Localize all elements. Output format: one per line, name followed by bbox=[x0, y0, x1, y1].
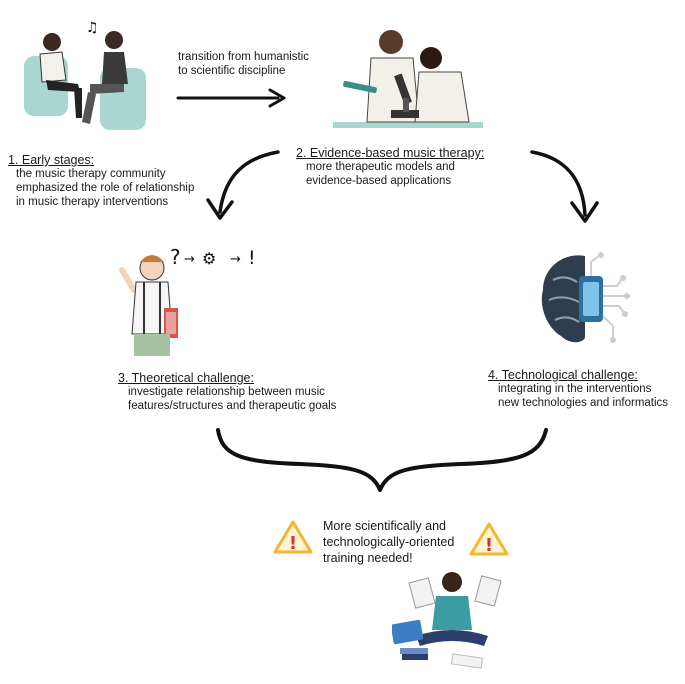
conclusion-line-3: training needed! bbox=[323, 551, 413, 565]
transition-line-2: to scientific discipline bbox=[178, 65, 286, 77]
stage-2-block: 2. Evidence-based music therapy: more th… bbox=[296, 146, 484, 188]
stage-3-line-1: investigate relationship between music bbox=[128, 386, 325, 398]
stage-4-block: 4. Technological challenge: integrating … bbox=[488, 368, 668, 410]
transition-line-1: transition from humanistic bbox=[178, 51, 310, 63]
stage-2-line-2: evidence-based applications bbox=[306, 175, 452, 187]
warning-icon: ! bbox=[469, 522, 509, 556]
stage-2-line-1: more therapeutic models and bbox=[306, 161, 455, 173]
conclusion-block: More scientifically and technologically-… bbox=[323, 518, 454, 566]
stage-3-heading: 3. Theoretical challenge: bbox=[118, 371, 254, 385]
student-studying-illustration bbox=[392, 572, 502, 669]
exclamation-icon: ! bbox=[248, 247, 256, 269]
stage-1-line-1: the music therapy community bbox=[16, 168, 166, 180]
svg-text:!: ! bbox=[485, 535, 493, 556]
arrow-stage2-to-stage4 bbox=[530, 150, 599, 223]
svg-text:→: → bbox=[230, 252, 241, 267]
arrow-stage1-to-stage2 bbox=[176, 88, 286, 108]
music-therapy-session-illustration: ♫ bbox=[24, 20, 146, 130]
question-mark-icon: ? bbox=[170, 245, 181, 269]
stage-1-line-3: in music therapy interventions bbox=[16, 196, 169, 208]
stage-2-heading: 2. Evidence-based music therapy: bbox=[296, 146, 485, 160]
svg-text:→: → bbox=[184, 252, 195, 267]
conclusion-line-2: technologically-oriented bbox=[323, 535, 455, 549]
scientists-microscope-illustration bbox=[333, 30, 483, 128]
warning-icon: ! bbox=[273, 520, 313, 554]
thinking-man-illustration: ? → ⚙ → ! bbox=[119, 245, 256, 356]
arrow-stage2-to-stage3 bbox=[206, 150, 280, 220]
svg-text:!: ! bbox=[289, 533, 297, 554]
stage-1-heading: 1. Early stages: bbox=[8, 153, 95, 167]
merge-brace bbox=[216, 428, 548, 492]
stage-3-block: 3. Theoretical challenge: investigate re… bbox=[118, 371, 336, 413]
brain-chip-illustration bbox=[541, 252, 630, 343]
stage-4-line-2: new technologies and informatics bbox=[498, 397, 669, 409]
stage-4-heading: 4. Technological challenge: bbox=[488, 368, 638, 382]
conclusion-line-1: More scientifically and bbox=[323, 519, 446, 533]
transition-label: transition from humanistic to scientific… bbox=[178, 50, 309, 78]
stage-4-line-1: integrating in the interventions bbox=[498, 383, 652, 395]
stage-3-line-2: features/structures and therapeutic goal… bbox=[128, 400, 337, 412]
stage-1-line-2: emphasized the role of relationship bbox=[16, 182, 195, 194]
gears-icon: ⚙ bbox=[202, 249, 216, 268]
music-note-icon: ♫ bbox=[86, 20, 99, 36]
stage-1-block: 1. Early stages: the music therapy commu… bbox=[8, 153, 194, 209]
